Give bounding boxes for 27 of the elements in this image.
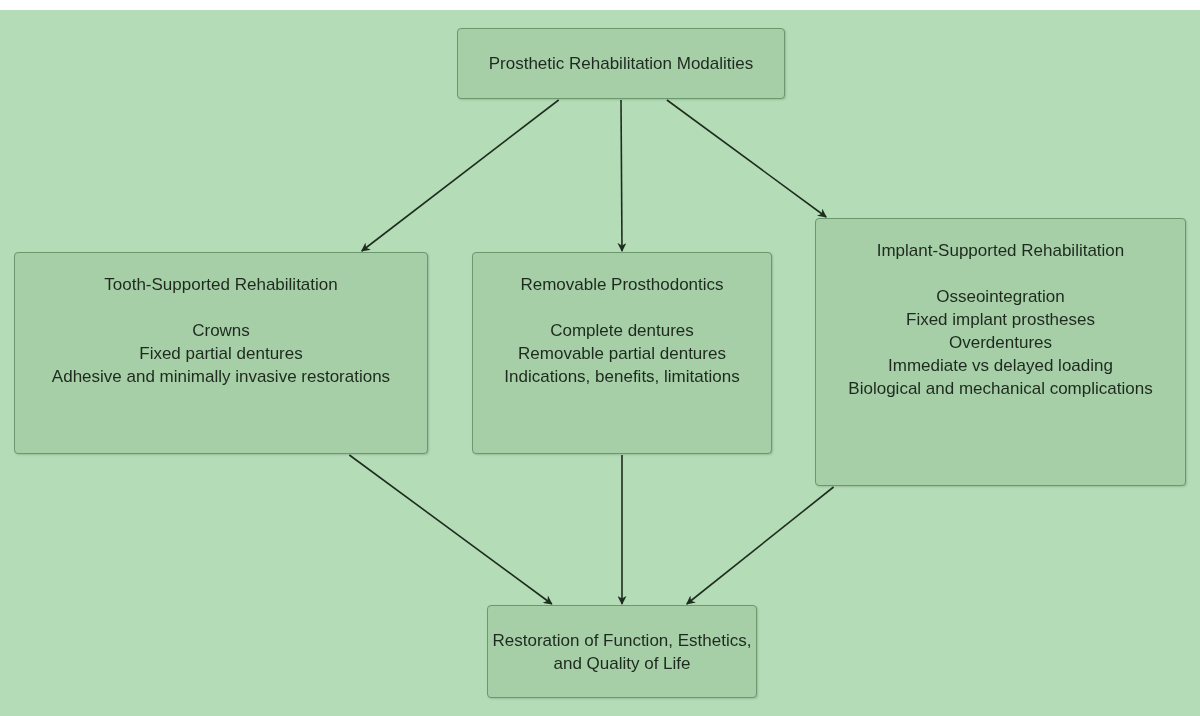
list-item: Biological and mechanical complications [848, 378, 1153, 400]
list-item: Osseointegration [936, 286, 1065, 308]
list-item: Fixed implant prostheses [906, 309, 1095, 331]
list-item: Immediate vs delayed loading [888, 355, 1113, 377]
list-item: Complete dentures [550, 320, 694, 342]
arrow [617, 99, 627, 252]
arrow [348, 454, 553, 605]
list-item: Overdentures [949, 332, 1052, 354]
process-box [815, 218, 1186, 486]
arrow [360, 99, 560, 252]
box-heading: Removable Prosthodontics [520, 274, 724, 296]
list-item: Removable partial dentures [518, 343, 726, 365]
list-item: Indications, benefits, limitations [504, 366, 740, 388]
arrow [617, 454, 627, 605]
process-box [457, 28, 785, 99]
list-item: Adhesive and minimally invasive restorations [51, 366, 391, 388]
list-item: Fixed partial dentures [139, 343, 303, 365]
arrow [666, 99, 827, 218]
box-heading: Tooth-Supported Rehabilitation [104, 274, 338, 296]
list-item: Crowns [192, 320, 250, 342]
process-box [487, 605, 757, 698]
box-label: Restoration of Function, Esthetics, and Quality of Life [491, 629, 753, 675]
box-label: Prosthetic Rehabilitation Modalities [488, 53, 754, 75]
process-box [14, 252, 428, 454]
box-heading: Implant-Supported Rehabilitation [876, 240, 1125, 262]
arrow [686, 486, 835, 605]
process-box [472, 252, 772, 454]
